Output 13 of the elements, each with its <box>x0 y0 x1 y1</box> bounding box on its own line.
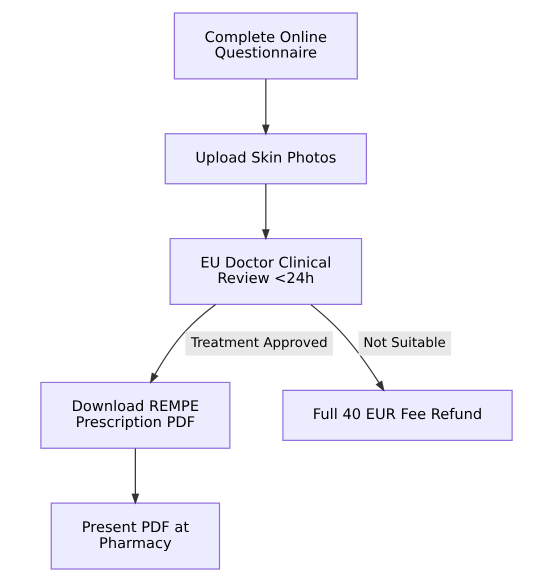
arrow <box>132 448 140 505</box>
arrow <box>310 304 385 392</box>
arrow <box>150 304 216 384</box>
node-box: Present PDF at Pharmacy <box>50 502 220 570</box>
edge-label: Not Suitable <box>363 336 446 351</box>
edge-label: Treatment Approved <box>190 336 328 351</box>
node-box: Complete Online Questionnaire <box>174 12 358 80</box>
arrow <box>262 184 270 240</box>
node-box: EU Doctor Clinical Review <24h <box>170 238 362 306</box>
node-box: Upload Skin Photos <box>164 133 368 184</box>
node-box: Download REMPE Prescription PDF <box>40 382 230 449</box>
node-box: Full 40 EUR Fee Refund <box>282 390 513 441</box>
arrow <box>262 79 270 136</box>
